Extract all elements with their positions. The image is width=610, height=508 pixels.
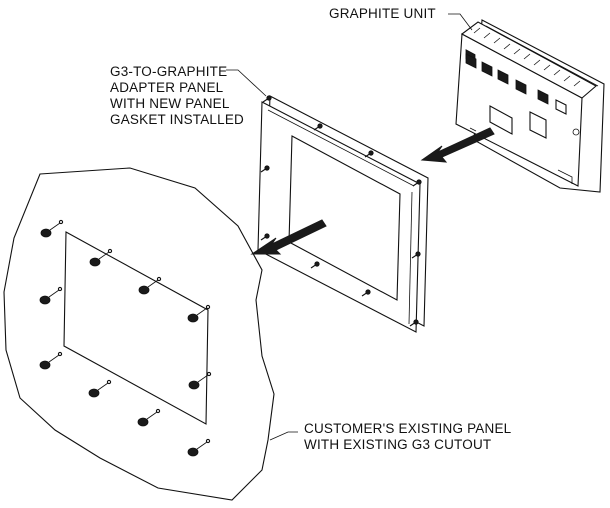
callout-adapter-line2: ADAPTER PANEL — [110, 80, 224, 95]
callout-adapter-line1: G3-TO-GRAPHITE — [110, 64, 227, 79]
arrow-adapter-to-panel — [250, 219, 327, 255]
adapter-panel — [257, 95, 429, 333]
arrow-unit-to-adapter — [420, 127, 495, 163]
graphite-unit — [455, 19, 605, 193]
g3-cutout — [63, 231, 209, 425]
callout-customer-line1: CUSTOMER'S EXISTING PANEL — [304, 421, 512, 436]
panel-studs — [39, 219, 212, 457]
callout-graphite-unit: GRAPHITE UNIT — [329, 6, 436, 21]
customer-existing-panel — [3, 167, 275, 501]
leader-lines — [226, 13, 473, 441]
back-ports — [465, 49, 567, 115]
unit-label-window — [489, 105, 513, 135]
callout-adapter-line3: WITH NEW PANEL — [110, 96, 230, 111]
top-vents — [473, 27, 581, 87]
callout-customer-line2: WITH EXISTING G3 CUTOUT — [304, 437, 491, 452]
callout-adapter-line4: GASKET INSTALLED — [110, 112, 244, 127]
adapter-studs — [260, 95, 422, 327]
